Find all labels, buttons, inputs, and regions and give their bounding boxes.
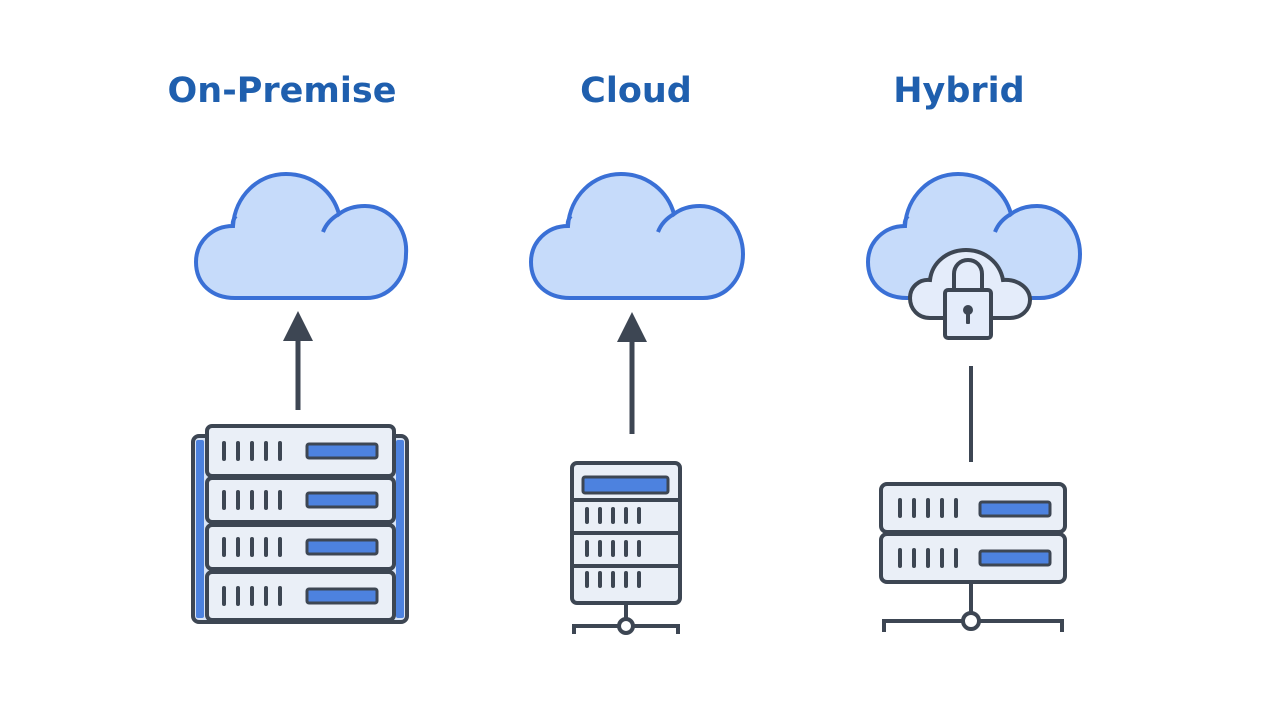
vent-slot [264, 490, 268, 510]
drive-bay-indicator [305, 491, 379, 509]
cloud-inner-curve [902, 214, 910, 227]
vent-slot [898, 548, 902, 568]
vent-slot [637, 571, 641, 588]
cloud-column [528, 171, 746, 635]
server-unit-icon [879, 482, 1067, 632]
vent-slot [264, 537, 268, 557]
drive-bay-indicator [305, 587, 379, 605]
cloud-inner-curve [565, 214, 573, 227]
vent-slot [222, 537, 226, 557]
padlock-icon [943, 257, 993, 340]
vent-slot [250, 586, 254, 606]
drive-bay-indicator [978, 500, 1052, 518]
vent-slot [236, 441, 240, 461]
vent-slot [250, 490, 254, 510]
vent-slot [940, 548, 944, 568]
vent-slot [598, 507, 602, 524]
vent-slot [278, 441, 282, 461]
vent-slot [585, 540, 589, 557]
drive-bay-indicator [305, 442, 379, 460]
vent-slot [611, 540, 615, 557]
vent-slot [585, 571, 589, 588]
cloud-icon [193, 171, 409, 300]
vent-slot [222, 441, 226, 461]
cloud-title: Cloud [580, 71, 692, 111]
vent-slot [222, 490, 226, 510]
vent-slot [624, 540, 628, 557]
vent-slot [637, 540, 641, 557]
vent-slot [278, 490, 282, 510]
drive-bay-indicator [978, 549, 1052, 567]
vent-slot [637, 507, 641, 524]
vent-slot [611, 571, 615, 588]
hardware-details [222, 441, 1052, 606]
vent-slot [598, 540, 602, 557]
vent-slot [278, 537, 282, 557]
vent-slot [912, 498, 916, 518]
hybrid-title: Hybrid [893, 71, 1025, 111]
vent-slot [624, 507, 628, 524]
cloud-inner-curve [321, 212, 341, 233]
server-tower-icon [570, 461, 682, 635]
vent-slot [926, 548, 930, 568]
vent-slot [236, 586, 240, 606]
vent-slot [624, 571, 628, 588]
hybrid-column [865, 171, 1083, 632]
secure-cloud-icon [865, 171, 1083, 300]
vent-slot [250, 537, 254, 557]
drive-bay-indicator [305, 538, 379, 556]
drive-bay-indicator [581, 475, 670, 495]
vent-slot [264, 586, 268, 606]
cloud-inner-curve [993, 212, 1013, 233]
vent-slot [236, 537, 240, 557]
vent-slot [940, 498, 944, 518]
vent-slot [926, 498, 930, 518]
vent-slot [598, 571, 602, 588]
cloud-inner-curve [656, 212, 676, 233]
lock-cloud-icon [907, 247, 1033, 320]
vent-slot [898, 498, 902, 518]
cloud-inner-curve [230, 214, 238, 227]
vent-slot [250, 441, 254, 461]
vent-slot [611, 507, 615, 524]
on-premise-column [191, 171, 409, 624]
vent-slot [954, 498, 958, 518]
vent-slot [222, 586, 226, 606]
cloud-icon [528, 171, 746, 300]
vent-slot [954, 548, 958, 568]
vent-slot [236, 490, 240, 510]
on-premise-title: On-Premise [167, 71, 397, 111]
server-rack-icon [191, 424, 409, 624]
vent-slot [264, 441, 268, 461]
vent-slot [278, 586, 282, 606]
vent-slot [585, 507, 589, 524]
vent-slot [912, 548, 916, 568]
